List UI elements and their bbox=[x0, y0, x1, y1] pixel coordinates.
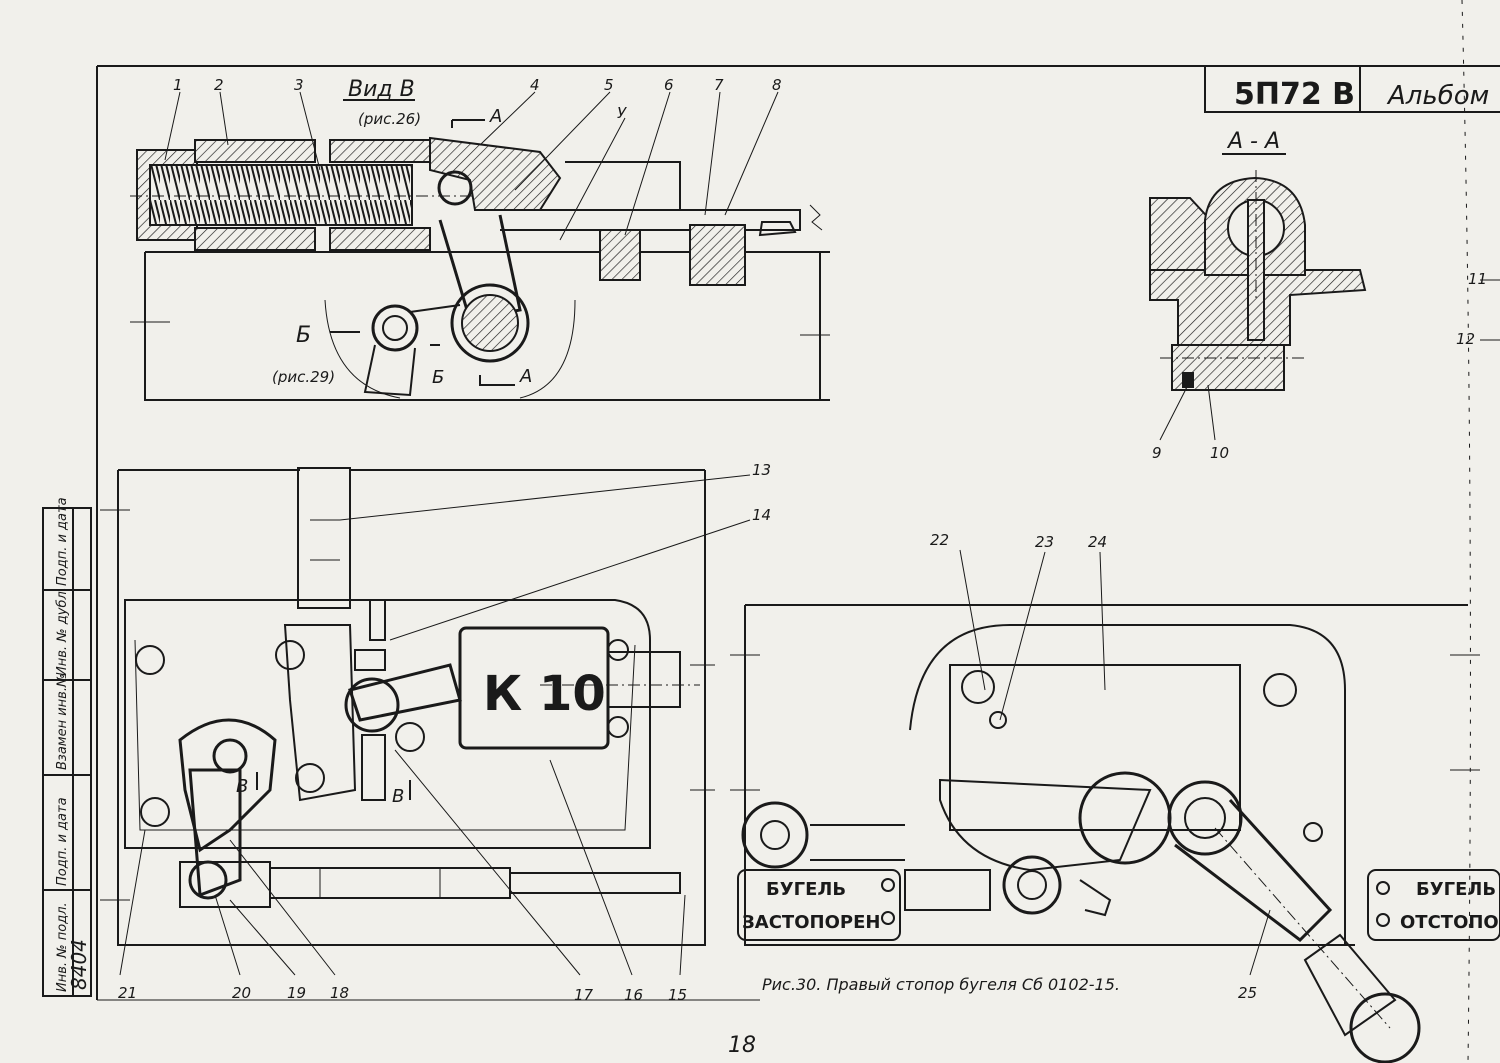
callout-3: 3 bbox=[294, 76, 304, 94]
callout-4: 4 bbox=[530, 76, 540, 94]
indicator-right: БУГЕЛЬ ОТСТОПОР bbox=[1367, 869, 1500, 941]
section-a-a: А - А 9 10 11 12 bbox=[1149, 129, 1500, 462]
callout-7: 7 bbox=[714, 76, 724, 94]
right-view bbox=[730, 604, 1480, 1063]
callout-9: 9 bbox=[1152, 444, 1162, 462]
stamp-cell-5: Подп. и дата bbox=[55, 497, 70, 586]
view-b-ref: (рис.26) bbox=[358, 110, 421, 128]
figure-caption: Рис.30. Правый стопор бугеля Сб 0102-15. bbox=[762, 975, 1120, 994]
plan-callouts: 13 14 21 20 19 18 17 16 15 bbox=[118, 461, 771, 1004]
arrow-a-bottom: А bbox=[519, 366, 532, 387]
callout-25: 25 bbox=[1238, 984, 1257, 1002]
callout-19: 19 bbox=[287, 984, 306, 1002]
callout-12: 12 bbox=[1456, 330, 1475, 348]
callout-20: 20 bbox=[232, 984, 251, 1002]
v-mark-left: В bbox=[236, 776, 248, 797]
album-label: Альбом bbox=[1386, 81, 1489, 111]
right-callouts: 22 23 24 25 bbox=[930, 531, 1271, 1002]
stamp-cell-2: Подп. и дата bbox=[55, 797, 70, 886]
callout-17: 17 bbox=[574, 986, 594, 1004]
callout-18: 18 bbox=[330, 984, 349, 1002]
indicator-right-line2: ОТСТОПОР bbox=[1400, 912, 1500, 933]
top-view: Вид В (рис.26) bbox=[130, 77, 830, 401]
indicator-left-line2: ЗАСТОПОРЕН bbox=[742, 912, 880, 933]
sheet-frame bbox=[96, 0, 1500, 1063]
indicator-right-line1: БУГЕЛЬ bbox=[1416, 879, 1496, 900]
callout-u: У bbox=[617, 104, 627, 122]
callout-8: 8 bbox=[772, 76, 782, 94]
callout-16: 16 bbox=[624, 986, 643, 1004]
stamp-column: Подп. и дата Инв. № дубл. Взамен инв.№ П… bbox=[42, 497, 92, 997]
v-mark-right: В bbox=[392, 786, 404, 807]
indicator-left: БУГЕЛЬ ЗАСТОПОРЕН bbox=[737, 869, 901, 941]
callout-5: 5 bbox=[604, 76, 614, 94]
section-a-a-title: А - А bbox=[1226, 129, 1280, 154]
callout-1: 1 bbox=[173, 76, 183, 94]
page-number: 18 bbox=[728, 1033, 756, 1058]
b-letter: Б bbox=[296, 323, 311, 348]
inventory-number: 8404 bbox=[67, 939, 91, 990]
callout-21: 21 bbox=[118, 984, 137, 1002]
drawing-code: 5П72 В bbox=[1234, 77, 1355, 112]
callout-2: 2 bbox=[214, 76, 224, 94]
indicator-left-line1: БУГЕЛЬ bbox=[766, 879, 846, 900]
callout-14: 14 bbox=[752, 506, 771, 524]
callout-15: 15 bbox=[668, 986, 687, 1004]
callout-6: 6 bbox=[664, 76, 674, 94]
arrow-a-top: А bbox=[489, 106, 502, 127]
component-k10: К 10 bbox=[483, 666, 606, 722]
title-block: 5П72 В Альбом bbox=[1204, 66, 1500, 113]
view-b-title: Вид В bbox=[348, 77, 415, 102]
plan-view: К 10 В В bbox=[100, 467, 715, 946]
callout-11: 11 bbox=[1468, 270, 1487, 288]
top-callouts: 1 2 3 4 5 У 6 7 8 bbox=[164, 76, 782, 241]
callout-10: 10 bbox=[1210, 444, 1229, 462]
callout-24: 24 bbox=[1088, 533, 1107, 551]
stamp-cell-3: Взамен инв.№ bbox=[55, 674, 70, 771]
b-ref: (рис.29) bbox=[272, 368, 335, 386]
callout-23: 23 bbox=[1035, 533, 1054, 551]
callout-13: 13 bbox=[752, 461, 771, 479]
stamp-cell-4: Инв. № дубл. bbox=[55, 587, 70, 676]
callout-22: 22 bbox=[930, 531, 949, 549]
stamp-cell-1: Инв. № подл. bbox=[55, 902, 70, 992]
b-mark: Б bbox=[432, 367, 444, 388]
